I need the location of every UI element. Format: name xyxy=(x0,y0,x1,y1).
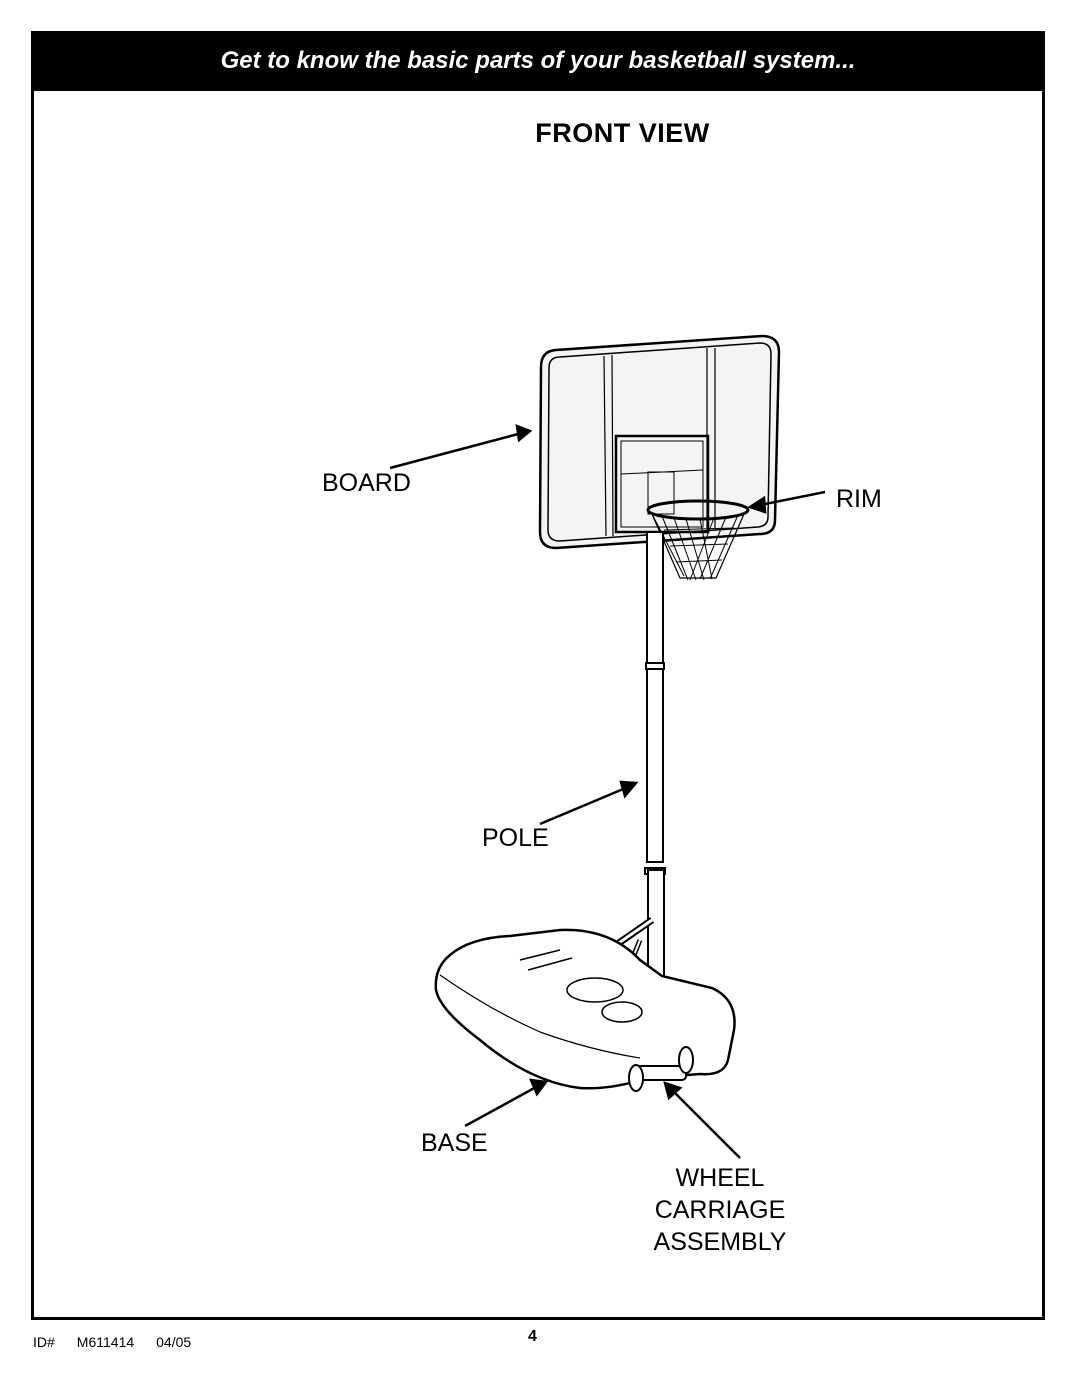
callout-arrows xyxy=(389,424,826,1159)
backboard xyxy=(538,334,781,550)
label-board: BOARD xyxy=(322,469,411,497)
footer-id: ID# M611414 04/05 xyxy=(33,1334,213,1350)
label-wheel-line3: ASSEMBLY xyxy=(653,1228,787,1256)
label-rim: RIM xyxy=(836,485,882,513)
header-banner: Get to know the basic parts of your bask… xyxy=(31,31,1045,91)
footer-date: 04/05 xyxy=(156,1334,192,1350)
rim-and-net xyxy=(646,499,750,581)
banner-text: Get to know the basic parts of your bask… xyxy=(220,47,856,74)
view-title: FRONT VIEW xyxy=(535,118,710,148)
wheel-carriage xyxy=(628,1046,694,1092)
base xyxy=(434,928,736,1090)
label-wheel-line1: WHEEL xyxy=(675,1164,765,1192)
footer-id-value: M611414 xyxy=(76,1334,135,1350)
footer-id-label: ID# xyxy=(33,1334,55,1350)
page-number: 4 xyxy=(528,1328,537,1345)
label-wheel-line2: CARRIAGE xyxy=(654,1196,786,1224)
label-wheel-carriage-assembly: WHEEL CARRIAGE ASSEMBLY xyxy=(620,1162,820,1258)
label-pole: POLE xyxy=(482,824,549,852)
label-base: BASE xyxy=(421,1129,488,1157)
